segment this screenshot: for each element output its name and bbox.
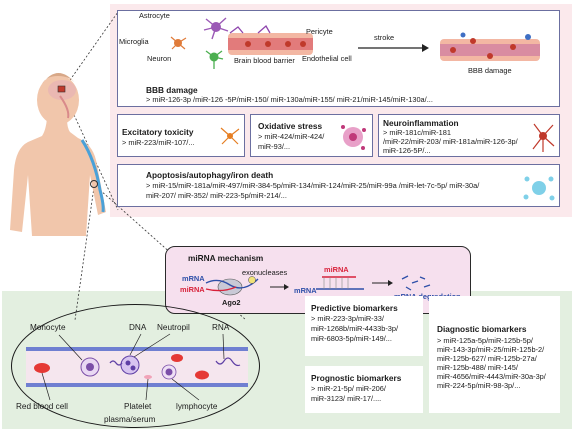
ago2-complex (217, 278, 243, 296)
stroke-label: stroke (374, 33, 395, 42)
neuroinflammation-title: Neuroinflammation (383, 118, 459, 128)
pericyte-label: Pericyte (306, 27, 333, 36)
microglia-red-icon (532, 123, 555, 152)
cell-death-icon (523, 176, 555, 201)
neuron-icon (205, 50, 224, 69)
oxidative-stress-panel: Oxidative stress > miR-424/miR-424/ miR-… (250, 114, 373, 157)
predictive-title: Predictive biomarkers (311, 303, 398, 313)
lymphocyte-label: lymphocyte (176, 402, 218, 411)
neuroinflammation-line2: /miR-22/miR-203/ miR-181a/miR-126-3p/ (383, 137, 518, 146)
diagnostic-line: miR-125b-627/ miR-125b-27a/ (437, 354, 537, 363)
oxidative-mirnas-line2: miR-93/... (258, 142, 291, 151)
mechanism-mirna-label-2: miRNA (324, 265, 349, 274)
neuroinflammation-line1: > miR-181c/miR-181 (383, 128, 451, 137)
projection-line-top (62, 11, 119, 91)
platelet-cell (144, 375, 152, 379)
bbb-damage-title: BBB damage (146, 85, 198, 95)
red-blood-cell-label: Red blood cell (16, 402, 68, 411)
predictive-biomarkers-panel: Predictive biomarkers > miR-223-3p/miR-3… (305, 296, 423, 356)
diagnostic-biomarkers-panel: Diagnostic biomarkers > miR-125a-5p/miR-… (429, 296, 560, 413)
bbb-illustration (170, 17, 540, 69)
blood-sample-ellipse: Monocyte DNA Neutropil RNA Red blood cel… (11, 304, 260, 428)
bbb-damage-panel: Astrocyte Microglia Neuron Pericyte Brai… (117, 10, 560, 107)
mrna-degradation-label: mRNA degradation (394, 292, 461, 301)
mechanism-mirna-label: miRNA (180, 285, 205, 294)
bbb-damage-mirnas: > miR-126-3p /miR-126 -5P/miR-150/ miR-1… (146, 95, 433, 104)
mechanism-arrow (284, 284, 289, 290)
degradation-arrow (388, 280, 393, 286)
excitatory-mirnas: > miR-223/miR-107/... (122, 138, 195, 147)
ago2-label: Ago2 (222, 298, 241, 307)
endothelial-label: Endothelial cell (302, 54, 352, 63)
astrocyte-label: Astrocyte (139, 11, 170, 20)
exonuclease-icon (248, 276, 256, 284)
neutrophil-cell (120, 355, 140, 375)
astrocyte-icon (203, 17, 229, 40)
mechanism-illustration (205, 275, 431, 296)
monocyte-label: Monocyte (30, 323, 66, 332)
oxidative-title: Oxidative stress (258, 121, 323, 131)
cell-stress-icon (341, 125, 366, 150)
dna-label: DNA (129, 323, 147, 332)
predictive-line2: miR-1268b/miR-4433b-3p/ (311, 324, 399, 333)
dna-strand (109, 360, 123, 366)
apoptosis-title: Apoptosis/autophagy/iron death (146, 170, 274, 180)
neuron-orange-icon (220, 127, 240, 145)
microglia-label: Microglia (119, 37, 149, 46)
prognostic-line2: miR-3123/ miR-17/.... (311, 394, 382, 403)
plasma-serum-label: plasma/serum (104, 415, 156, 424)
diagnostic-line: miR-224-5p/miR-98-3p/... (437, 381, 521, 390)
predictive-line1: > miR-223-3p/miR-33/ (311, 314, 384, 323)
excitatory-toxicity-panel: Excitatory toxicity > miR-223/miR-107/..… (117, 114, 245, 157)
projection-line-bottom (68, 103, 119, 211)
diagnostic-title: Diagnostic biomarkers (437, 324, 527, 334)
mechanism-mrna-label: mRNA (182, 274, 205, 283)
stroke-arrow-head (422, 44, 429, 52)
barrier-icon (228, 24, 313, 55)
diagnostic-line: > miR-125a-5p/miR-125b-5p/ (437, 336, 533, 345)
barrier-label: Brain blood barrier (234, 56, 295, 65)
mechanism-mrna-label-2: mRNA (294, 286, 317, 295)
prognostic-title: Prognostic biomarkers (311, 373, 402, 383)
body-shape (10, 73, 106, 236)
diagnostic-line: miR-125b-488/ miR-145/ (437, 363, 518, 372)
blood-vessel-illustration (26, 333, 248, 401)
prognostic-biomarkers-panel: Prognostic biomarkers > miR-21-5p/ miR-2… (305, 366, 423, 413)
prognostic-line1: > miR-21-5p/ miR-206/ (311, 384, 386, 393)
diagnostic-line: miR-4656/miR-4443/miR-30a-3p/ (437, 372, 546, 381)
apoptosis-line2: miR-207/ miR-352/ miR-223-5p/miR-214/... (146, 191, 287, 200)
neutropil-label: Neutropil (157, 323, 190, 332)
rna-label: RNA (212, 323, 230, 332)
excitatory-title: Excitatory toxicity (122, 127, 194, 137)
apoptosis-panel: Apoptosis/autophagy/iron death > miR-15/… (117, 164, 560, 207)
neuroinflammation-panel: Neuroinflammation > miR-181c/miR-181 /mi… (378, 114, 560, 157)
apoptosis-line1: > miR-15/miR-181a/miR-497/miR-384-5p/miR… (146, 181, 480, 190)
bbb-damage-caption: BBB damage (468, 66, 512, 75)
neuroinflammation-line3: miR-126-5P/... (383, 146, 431, 155)
exonucleases-label: exonucleases (242, 268, 288, 277)
neuron-label: Neuron (147, 54, 172, 63)
platelet-label: Platelet (124, 402, 152, 411)
damaged-barrier-icon (440, 32, 540, 61)
mechanism-title: miRNA mechanism (188, 253, 264, 263)
diagnostic-line: miR-143-3p/miR-25/miR-125b-2/ (437, 345, 545, 354)
oxidative-mirnas-line1: > miR-424/miR-424/ (258, 132, 325, 141)
microglia-icon (170, 36, 187, 50)
rna-strand (215, 357, 241, 367)
red-blood-cell (34, 363, 50, 373)
predictive-line3: miR-6803-5p/miR-149/... (311, 334, 392, 343)
